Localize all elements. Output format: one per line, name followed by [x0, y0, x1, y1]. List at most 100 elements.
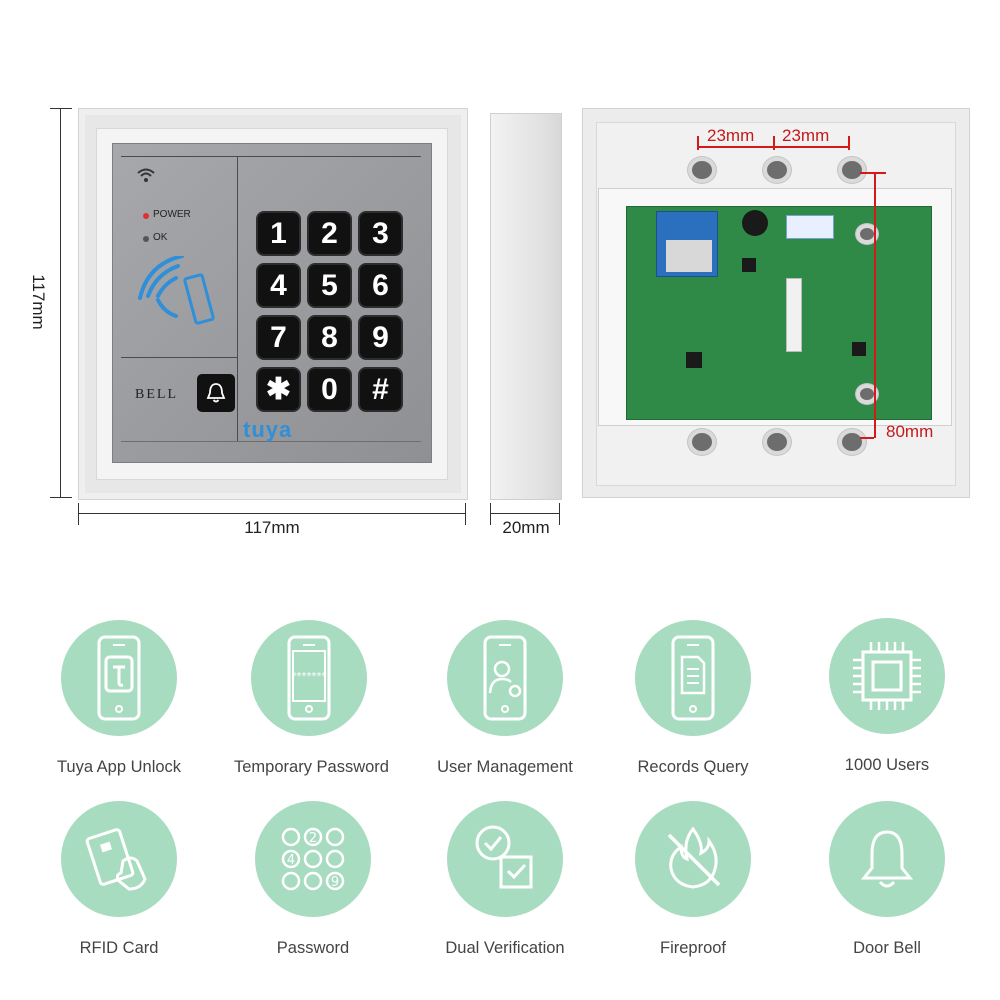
- tuya-phone-icon: [97, 635, 141, 721]
- panel-divider-bottom: [121, 441, 421, 442]
- key-4[interactable]: 4: [258, 265, 299, 306]
- feature-label: Tuya App Unlock: [56, 758, 182, 776]
- key-0[interactable]: 0: [309, 369, 350, 410]
- spacing-tick-1: [697, 136, 699, 150]
- feature-user-management: User Management: [430, 620, 580, 777]
- feature-fireproof: Fireproof: [618, 801, 768, 958]
- feature-temporary-password: ******* Temporary Password: [234, 620, 389, 777]
- feature-label: Password: [276, 939, 350, 957]
- user-settings-phone-icon: [483, 635, 527, 721]
- depth-label: 20mm: [502, 518, 550, 537]
- mount-hole-pcb-bottom: [856, 384, 878, 404]
- power-label: POWER: [153, 209, 191, 220]
- ok-led: [143, 236, 149, 242]
- bell-icon: [206, 383, 226, 403]
- width-label: 117mm: [244, 518, 300, 537]
- password-phone-icon: *******: [287, 635, 331, 721]
- key-1[interactable]: 1: [258, 213, 299, 254]
- key-6[interactable]: 6: [360, 265, 401, 306]
- device-side-view: [490, 113, 562, 500]
- spacing-tick-v-bottom: [860, 437, 874, 439]
- height-tick-bottom: [50, 497, 72, 498]
- height-tick-top: [50, 108, 72, 109]
- spacing-label-right: 23mm: [782, 126, 830, 145]
- feature-tuya-app-unlock: Tuya App Unlock: [44, 620, 194, 777]
- panel-divider-top: [121, 156, 421, 157]
- key-8[interactable]: 8: [309, 317, 350, 358]
- feature-circle: [447, 801, 563, 917]
- chip-icon: [853, 642, 921, 710]
- no-fire-icon: [667, 826, 721, 889]
- key-5[interactable]: 5: [309, 265, 350, 306]
- panel-divider-left: [121, 357, 237, 358]
- wifi-icon: [137, 168, 155, 182]
- feature-label: RFID Card: [79, 939, 159, 957]
- feature-label: Records Query: [637, 758, 749, 776]
- number-pad-icon: 2 4 9: [281, 827, 345, 891]
- feature-rfid-card: RFID Card: [44, 801, 194, 958]
- document-phone-icon: [671, 635, 715, 721]
- ok-label: OK: [153, 232, 168, 243]
- panel-divider-vertical: [237, 156, 238, 441]
- height-dimension-line: [60, 108, 61, 498]
- feature-circle: [635, 620, 751, 736]
- key-3[interactable]: 3: [360, 213, 401, 254]
- mount-hole-pcb-top: [856, 224, 878, 244]
- feature-circle: [829, 618, 945, 734]
- chip: [686, 352, 702, 368]
- buzzer: [742, 210, 768, 236]
- feature-circle: *******: [251, 620, 367, 736]
- key-7[interactable]: 7: [258, 317, 299, 358]
- rfid-card-icon: [85, 828, 147, 891]
- feature-password: 2 4 9 Password: [238, 801, 388, 958]
- chip-3: [852, 342, 866, 356]
- terminal-block: [786, 278, 802, 352]
- mount-hole-bottom-center: [763, 429, 791, 455]
- spacing-line-vertical: [874, 172, 876, 438]
- depth-tick-left: [490, 503, 491, 525]
- key-2[interactable]: 2: [309, 213, 350, 254]
- mount-hole-bottom-left: [688, 429, 716, 455]
- svg-text:2: 2: [309, 831, 317, 846]
- feature-label: Dual Verification: [445, 939, 565, 957]
- wifi-module-shield: [666, 240, 712, 272]
- feature-circle: [447, 620, 563, 736]
- feature-door-bell: Door Bell: [812, 801, 962, 958]
- connector-label: [786, 215, 834, 239]
- height-label: 117mm: [29, 274, 48, 330]
- svg-text:4: 4: [287, 853, 295, 868]
- mount-hole-top-center: [763, 157, 791, 183]
- mount-hole-top-right: [838, 157, 866, 183]
- feature-circle: [61, 620, 177, 736]
- bell-button[interactable]: [197, 374, 235, 412]
- spacing-tick-3: [848, 136, 850, 150]
- feature-label: User Management: [437, 758, 573, 776]
- feature-circle: [829, 801, 945, 917]
- feature-circle: [635, 801, 751, 917]
- spacing-label-left: 23mm: [707, 126, 755, 145]
- keypad-grid: 1 2 3 4 5 6 7 8 9 ✱ 0 #: [258, 213, 418, 413]
- feature-circle: [61, 801, 177, 917]
- double-check-icon: [475, 825, 533, 889]
- width-tick-right: [465, 503, 466, 525]
- bell-text: BELL: [135, 387, 178, 402]
- power-led: [143, 213, 149, 219]
- feature-circle: 2 4 9: [255, 801, 371, 917]
- feature-label: 1000 Users: [844, 756, 930, 774]
- key-9[interactable]: 9: [360, 317, 401, 358]
- feature-1000-users: 1000 Users: [812, 618, 962, 775]
- width-tick-left: [78, 503, 79, 525]
- bell-icon: [860, 830, 914, 888]
- key-hash[interactable]: #: [360, 369, 401, 410]
- mount-hole-top-left: [688, 157, 716, 183]
- tuya-logo: tuya: [243, 417, 293, 442]
- spacing-tick-2: [773, 136, 775, 150]
- key-star[interactable]: ✱: [258, 369, 299, 410]
- feature-label: Door Bell: [853, 939, 921, 957]
- chip-2: [742, 258, 756, 272]
- svg-text:9: 9: [331, 875, 339, 890]
- rfid-reader-icon: [138, 256, 215, 325]
- mount-hole-bottom-right: [838, 429, 866, 455]
- depth-tick-right: [559, 503, 560, 525]
- spacing-tick-v-top: [860, 172, 886, 174]
